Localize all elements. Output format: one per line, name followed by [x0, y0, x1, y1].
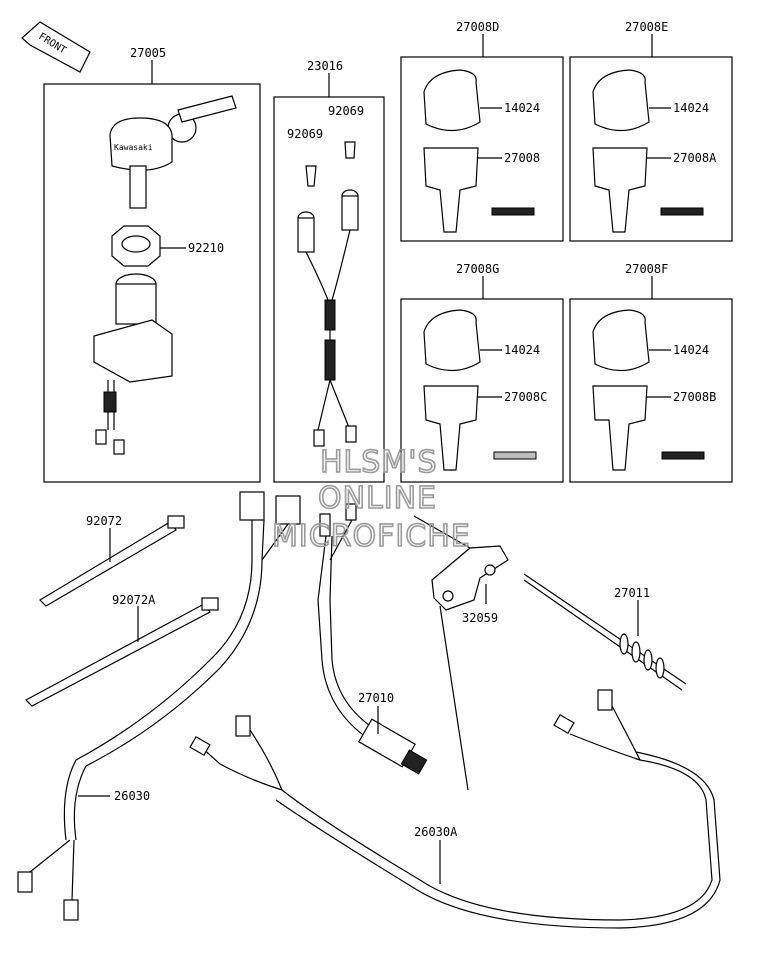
label-26030A: 26030A [414, 825, 458, 839]
bracket-icon [431, 545, 509, 611]
label-27008D: 27008D [456, 20, 499, 34]
key-with-ring-icon: Kawasaki [109, 95, 237, 209]
spring-rod-icon [523, 573, 687, 691]
label-27011: 27011 [614, 586, 650, 600]
cable-tie-long-icon [25, 597, 219, 707]
key-set-f-icon [592, 309, 705, 471]
label-14024-d: 14024 [673, 343, 709, 357]
neutral-switch-icon [317, 503, 428, 775]
label-27008A: 27008A [673, 151, 717, 165]
watermark-line-1: HLSM'S [320, 445, 438, 480]
label-27005: 27005 [130, 46, 166, 60]
label-14024-a: 14024 [504, 101, 540, 115]
box-27008E [569, 56, 733, 242]
lead-wire-harness-icon [297, 141, 359, 447]
watermark-line-2: ONLINE [318, 481, 437, 516]
label-92210: 92210 [188, 241, 224, 255]
label-27008C: 27008C [504, 390, 547, 404]
label-92069-b: 92069 [287, 127, 323, 141]
ignition-switch-icon [93, 273, 173, 455]
harness-26030a-icon [189, 689, 721, 929]
key-set-e-icon [592, 69, 704, 233]
cable-tie-icon [39, 515, 185, 607]
box-23016 [273, 96, 385, 483]
front-arrow-icon: FRONT [21, 21, 91, 73]
nut-icon [111, 225, 161, 267]
label-23016: 23016 [307, 59, 343, 73]
label-32059: 32059 [462, 611, 498, 625]
box-27008D [400, 56, 564, 242]
label-27008: 27008 [504, 151, 540, 165]
label-27008F: 27008F [625, 262, 668, 276]
label-14024-c: 14024 [504, 343, 540, 357]
box-27008G [400, 298, 564, 483]
box-27008F [569, 298, 733, 483]
label-26030: 26030 [114, 789, 150, 803]
key-brand-text: Kawasaki [114, 143, 153, 152]
key-set-g-icon [423, 309, 537, 471]
key-set-d-icon [423, 69, 535, 233]
label-27010: 27010 [358, 691, 394, 705]
label-27008E: 27008E [625, 20, 668, 34]
label-92072A: 92072A [112, 593, 156, 607]
watermark-line-3: MICROFICHE [272, 519, 471, 554]
label-27008B: 27008B [673, 390, 716, 404]
label-14024-b: 14024 [673, 101, 709, 115]
harness-26030-icon [17, 491, 301, 921]
label-92069-a: 92069 [328, 104, 364, 118]
label-27008G: 27008G [456, 262, 499, 276]
label-92072: 92072 [86, 514, 122, 528]
